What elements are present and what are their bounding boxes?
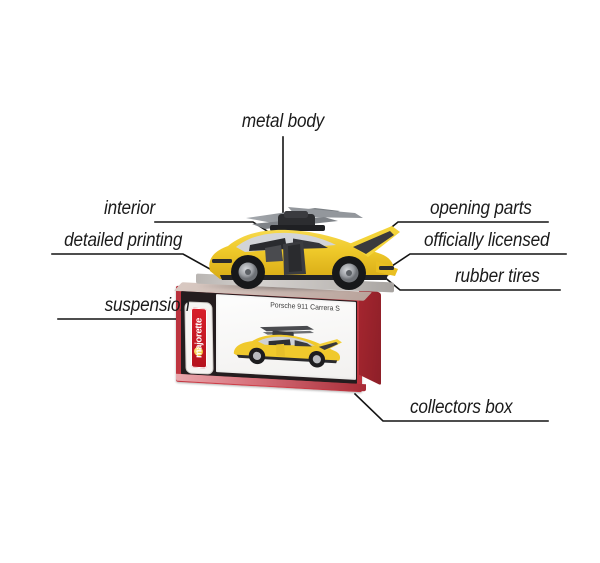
callout-metal-body: metal body [241,110,325,132]
wheel-rear [231,255,265,289]
wheel-front [332,256,366,290]
diecast-car-photo [190,196,405,296]
collectors-box-photo: Porsche 911 Carrera S majorette [173,282,394,393]
box-artwork-car [233,325,342,368]
callout-detailed-printing: detailed printing [63,229,182,251]
callout-interior: interior [103,197,155,219]
roof-rack [246,207,363,231]
diecast-car-art [209,207,400,290]
callout-rubber-tires: rubber tires [455,265,540,287]
callout-opening-parts: opening parts [430,197,532,219]
callout-collectors-box: collectors box [410,396,513,418]
callout-officially-licensed: officially licensed [424,229,550,251]
logo-wordmark: majorette [193,317,205,359]
car-interior [265,245,283,262]
callout-suspension: suspension [104,294,190,316]
open-door [283,241,306,275]
open-hood [349,226,400,257]
majorette-logo: majorette [185,302,213,374]
